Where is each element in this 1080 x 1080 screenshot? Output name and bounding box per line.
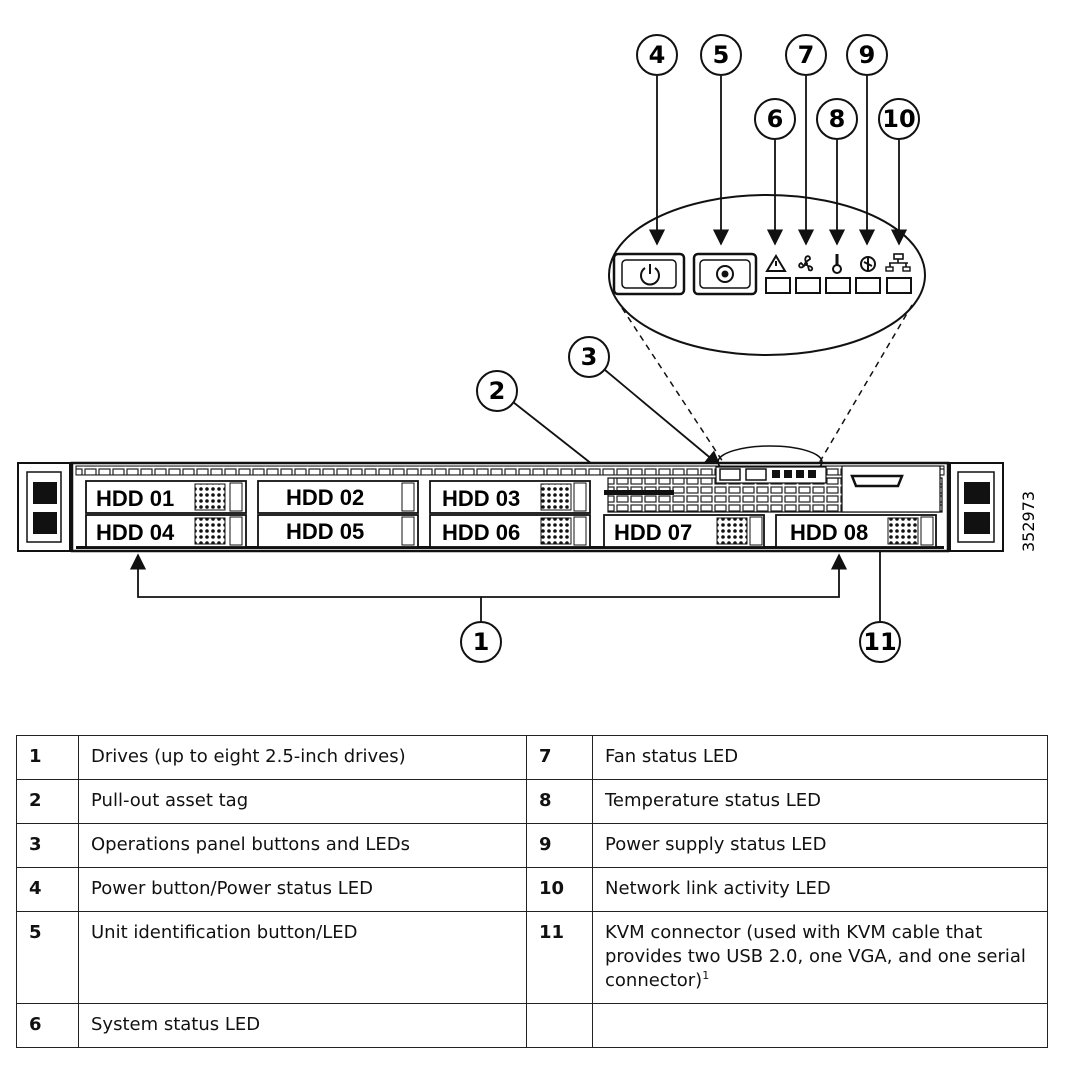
operations-panel-zoom xyxy=(608,194,926,471)
svg-text:11: 11 xyxy=(863,628,896,656)
table-row: 1 Drives (up to eight 2.5-inch drives) 7… xyxy=(16,735,1048,780)
callout-5: 5 xyxy=(700,34,742,76)
power-button xyxy=(612,252,686,296)
drive-labels: HDD 01 HDD 02 HDD 03 HDD 04 HDD 05 HDD 0… xyxy=(96,485,868,545)
legend-number: 1 xyxy=(16,735,79,780)
drive-label-hdd-08: HDD 08 xyxy=(790,520,868,545)
drive-label-hdd-07: HDD 07 xyxy=(614,520,692,545)
svg-text:9: 9 xyxy=(859,41,876,69)
legend-description: System status LED xyxy=(78,1003,527,1048)
svg-text:8: 8 xyxy=(829,105,846,133)
status-led-windows xyxy=(765,277,912,294)
legend-description: Drives (up to eight 2.5-inch drives) xyxy=(78,735,527,780)
unit-id-icon xyxy=(716,265,734,283)
callout-2: 2 xyxy=(476,370,518,412)
svg-text:1: 1 xyxy=(473,628,490,656)
warning-icon xyxy=(765,254,787,272)
callout-6: 6 xyxy=(754,98,796,140)
drive-bay-frame xyxy=(257,514,419,548)
drive-label-hdd-01: HDD 01 xyxy=(96,486,174,511)
legend-number: 8 xyxy=(526,779,593,824)
callout-4: 4 xyxy=(636,34,678,76)
legend-description: Unit identification button/LED xyxy=(78,911,527,1004)
server-chassis: HDD 01 HDD 02 HDD 03 HDD 04 HDD 05 HDD 0… xyxy=(17,445,1004,553)
legend-description: KVM connector (used with KVM cable that … xyxy=(592,911,1048,1004)
callout-3: 3 xyxy=(568,336,610,378)
server-front-panel-diagram: HDD 01 HDD 02 HDD 03 HDD 04 HDD 05 HDD 0… xyxy=(17,34,1038,663)
leader-lines xyxy=(129,76,908,622)
kvm-description: KVM connector (used with KVM cable that … xyxy=(605,922,1026,991)
network-icon xyxy=(885,253,911,272)
legend-description xyxy=(592,1003,1048,1048)
callouts: 4 5 7 9 6 8 10 3 2 1 11 xyxy=(460,34,920,663)
table-row: 3 Operations panel buttons and LEDs 9 Po… xyxy=(16,823,1048,868)
legend-number: 4 xyxy=(16,867,79,912)
svg-text:4: 4 xyxy=(649,41,666,69)
legend-number xyxy=(526,1003,593,1048)
ops-panel-chassis xyxy=(715,445,827,484)
svg-text:7: 7 xyxy=(798,41,815,69)
legend-description: Pull-out asset tag xyxy=(78,779,527,824)
legend-number: 5 xyxy=(16,911,79,1004)
callout-10: 10 xyxy=(878,98,920,140)
legend-description: Temperature status LED xyxy=(592,779,1048,824)
table-row: 2 Pull-out asset tag 8 Temperature statu… xyxy=(16,779,1048,824)
table-row: 5 Unit identification button/LED 11 KVM … xyxy=(16,911,1048,1004)
fan-icon xyxy=(798,255,814,272)
kvm-connector xyxy=(841,465,941,513)
callout-7: 7 xyxy=(785,34,827,76)
legend-number: 7 xyxy=(526,735,593,780)
thermometer-icon xyxy=(832,254,842,274)
drive-bay-frame xyxy=(257,480,419,514)
legend-description: Fan status LED xyxy=(592,735,1048,780)
footnote-marker: 1 xyxy=(702,969,710,982)
unit-id-button xyxy=(692,252,758,296)
drive-label-hdd-02: HDD 02 xyxy=(286,485,364,510)
legend-number: 6 xyxy=(16,1003,79,1048)
legend-number: 10 xyxy=(526,867,593,912)
figure-id: 352973 xyxy=(1019,491,1038,552)
drive-label-hdd-03: HDD 03 xyxy=(442,486,520,511)
callout-11: 11 xyxy=(859,621,901,663)
table-row: 6 System status LED xyxy=(16,1003,1048,1048)
callout-1: 1 xyxy=(460,621,502,663)
legend-description: Power button/Power status LED xyxy=(78,867,527,912)
drive-label-hdd-06: HDD 06 xyxy=(442,520,520,545)
legend-number: 11 xyxy=(526,911,593,1004)
table-row: 4 Power button/Power status LED 10 Netwo… xyxy=(16,867,1048,912)
legend-table: 1 Drives (up to eight 2.5-inch drives) 7… xyxy=(16,735,1048,1048)
legend-number: 9 xyxy=(526,823,593,868)
legend-number: 2 xyxy=(16,779,79,824)
svg-text:5: 5 xyxy=(713,41,730,69)
svg-text:10: 10 xyxy=(882,105,915,133)
svg-text:3: 3 xyxy=(581,343,598,371)
power-icon xyxy=(640,264,660,286)
callout-8: 8 xyxy=(816,98,858,140)
drive-bays xyxy=(85,480,937,548)
legend-number: 3 xyxy=(16,823,79,868)
legend-description: Operations panel buttons and LEDs xyxy=(78,823,527,868)
svg-text:6: 6 xyxy=(767,105,784,133)
legend-description: Network link activity LED xyxy=(592,867,1048,912)
drive-label-hdd-05: HDD 05 xyxy=(286,519,364,544)
callout-9: 9 xyxy=(846,34,888,76)
legend-description: Power supply status LED xyxy=(592,823,1048,868)
svg-text:2: 2 xyxy=(489,377,506,405)
power-supply-icon xyxy=(860,256,876,272)
drive-label-hdd-04: HDD 04 xyxy=(96,520,175,545)
